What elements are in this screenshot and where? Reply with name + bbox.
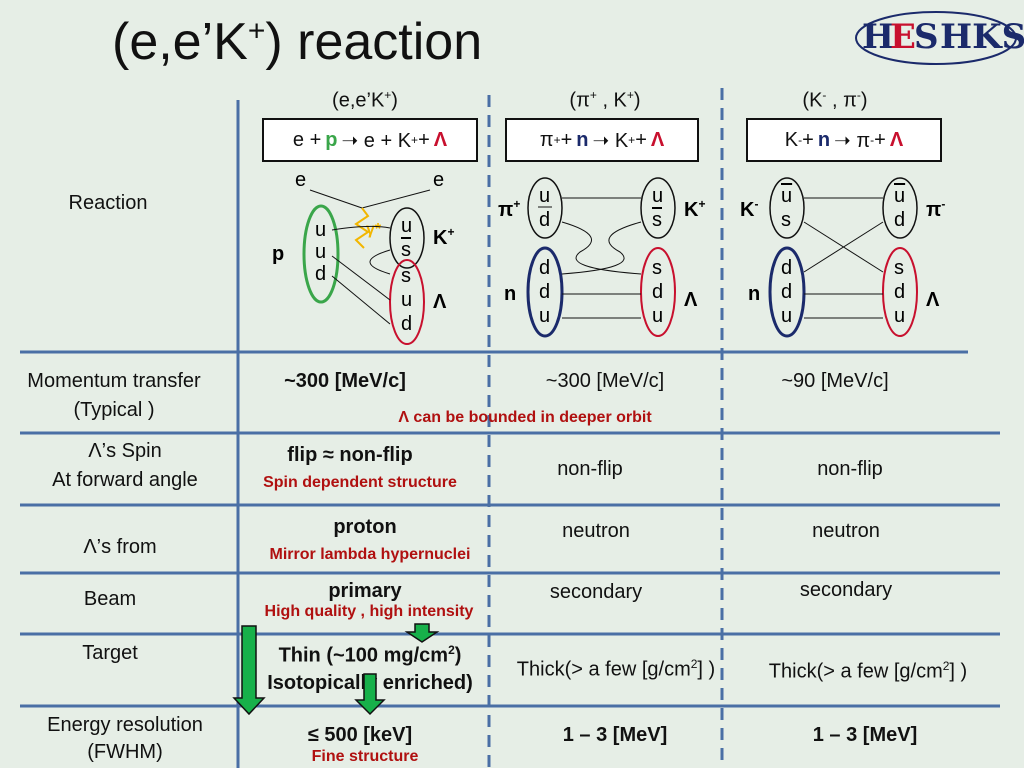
svg-text:d: d [894, 281, 905, 303]
svg-text:s: s [401, 265, 411, 287]
row-label-reaction: Reaction [68, 192, 148, 214]
svg-text:u: u [401, 215, 412, 237]
energy-col2: 1 – 3 [MeV] [562, 724, 668, 746]
svg-text:d: d [781, 281, 792, 303]
svg-text:Λ: Λ [433, 291, 447, 313]
svg-text:u: u [315, 219, 326, 241]
row-label-beam: Beam [83, 588, 137, 610]
svg-text:d: d [781, 257, 792, 279]
spin-col1: flip ≈ non-flip [287, 444, 413, 466]
svg-text:p: p [272, 243, 284, 265]
svg-text:HKS: HKS [940, 17, 1024, 57]
diagram-pi-k: ud π+ ddu n us K+ sdu Λ [498, 177, 705, 338]
mom-col3: ~90 [MeV/c] [781, 370, 889, 392]
mom-col2: ~300 [MeV/c] [545, 370, 665, 392]
svg-text:d: d [539, 257, 550, 279]
svg-text:n: n [504, 283, 516, 305]
equation-col2: π+ + n ➝ K+ + Λ [505, 118, 699, 162]
svg-text:s: s [652, 257, 662, 279]
col1-header: (e,e’K+) [332, 88, 398, 112]
svg-text:d: d [652, 281, 663, 303]
svg-text:K+: K+ [684, 197, 705, 221]
svg-text:d: d [539, 281, 550, 303]
svg-text:Λ: Λ [684, 289, 698, 311]
svg-text:e: e [295, 169, 306, 191]
beam-col2: secondary [549, 581, 643, 603]
beam-col3: secondary [799, 579, 893, 601]
row-label-energy: Energy resolution(FWHM) [47, 714, 203, 763]
spin-col3: non-flip [817, 458, 883, 480]
target-col3: Thick(> a few [g/cm2] ) [768, 659, 968, 683]
target-col2: Thick(> a few [g/cm2] ) [516, 657, 716, 681]
svg-text:s: s [781, 209, 791, 231]
svg-text:K+: K+ [433, 225, 454, 249]
svg-text:d: d [315, 263, 326, 285]
row-label-target: Target [82, 642, 138, 664]
spin-col2: non-flip [557, 458, 623, 480]
svg-text:u: u [539, 305, 550, 327]
svg-text:u: u [401, 289, 412, 311]
svg-text:S: S [914, 17, 939, 57]
svg-text:π+: π+ [498, 197, 520, 221]
beam-note: High quality , high intensity [264, 603, 474, 620]
svg-text:γ*: γ* [366, 221, 382, 238]
page-title: (e,e’K+) reaction [112, 13, 483, 71]
svg-text:u: u [894, 185, 905, 207]
svg-text:K-: K- [740, 197, 758, 221]
spin-note: Spin dependent structure [263, 474, 457, 491]
svg-text:u: u [894, 305, 905, 327]
row-label-from: Λ’s from [83, 536, 157, 558]
from-col1: proton [333, 516, 397, 538]
mom-note: Λ can be bounded in deeper orbit [398, 409, 652, 426]
from-col3: neutron [812, 520, 880, 542]
svg-text:u: u [315, 241, 326, 263]
svg-text:Λ: Λ [926, 289, 940, 311]
equation-col1: e + p ➝ e + K+ + Λ [262, 118, 478, 162]
svg-text:n: n [748, 283, 760, 305]
mom-col1: ~300 [MeV/c] [284, 370, 406, 392]
from-col2: neutron [562, 520, 630, 542]
energy-col3: 1 – 3 [MeV] [812, 724, 918, 746]
svg-text:s: s [894, 257, 904, 279]
svg-text:d: d [401, 313, 412, 335]
svg-text:d: d [894, 209, 905, 231]
svg-text:u: u [652, 185, 663, 207]
col3-header: (K- , π-) [802, 88, 868, 112]
svg-text:e: e [433, 169, 444, 191]
energy-col1: ≤ 500 [keV] [307, 724, 413, 746]
hes-hks-logo: H E S HKS [848, 0, 1024, 76]
svg-text:s: s [652, 209, 662, 231]
svg-text:H: H [862, 17, 894, 57]
svg-text:u: u [781, 305, 792, 327]
equation-col3: K- + n ➝ π- + Λ [746, 118, 942, 162]
svg-text:u: u [781, 185, 792, 207]
svg-text:u: u [652, 305, 663, 327]
svg-text:π-: π- [926, 197, 945, 221]
svg-text:s: s [401, 239, 411, 261]
from-note: Mirror lambda hypernuclei [269, 546, 471, 563]
beam-col1: primary [328, 580, 402, 602]
improvement-arrows [232, 623, 440, 716]
diagram-k-pi: us K- ddu n ud π- sdu Λ [740, 177, 945, 338]
svg-text:d: d [539, 209, 550, 231]
svg-text:E: E [890, 17, 916, 57]
svg-text:u: u [539, 185, 550, 207]
energy-note: Fine structure [311, 748, 419, 765]
col2-header: (π+ , K+) [569, 88, 641, 112]
row-label-momentum: Momentum transfer(Typical ) [27, 370, 201, 421]
